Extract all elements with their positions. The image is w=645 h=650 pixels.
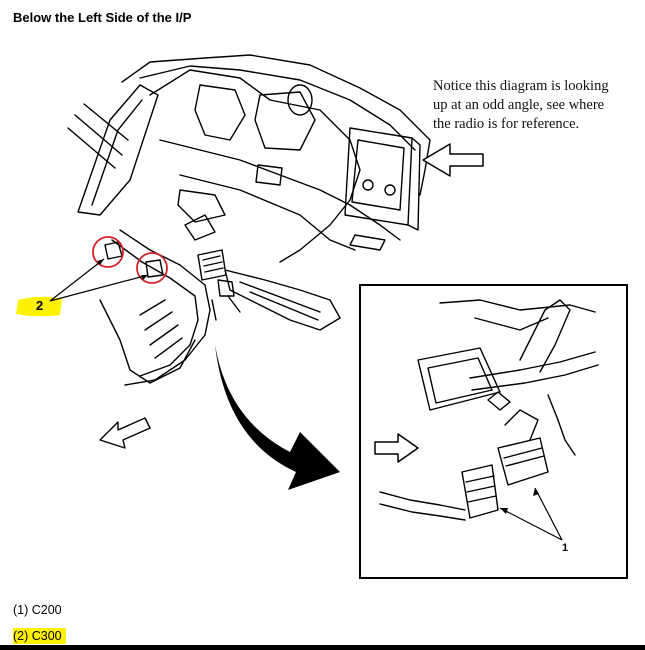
callout-2-highlight xyxy=(16,296,62,317)
callout-label-2: 2 xyxy=(36,298,44,313)
reference-note: Notice this diagram is looking up at an … xyxy=(433,77,633,134)
note-line-2: up at an odd angle, see where xyxy=(433,97,605,113)
bracket-detail xyxy=(184,214,216,241)
inset-connector-female xyxy=(497,437,549,486)
callout-2-leaders xyxy=(49,258,149,302)
radio-face xyxy=(351,139,405,211)
column-cover xyxy=(254,91,316,151)
inset-panel-box xyxy=(417,347,501,411)
lower-dash-trim xyxy=(224,269,341,331)
inset-connector-female-ribs xyxy=(503,447,545,467)
upper-bracket xyxy=(177,189,226,223)
connector-central-pins xyxy=(202,255,224,273)
callout-label-1: 1 xyxy=(562,542,569,554)
inset-pointer-arrow xyxy=(374,433,419,463)
radio-knob-left xyxy=(362,179,374,191)
callout-2-arrowheads xyxy=(97,259,148,280)
diagram-title: Below the Left Side of the I/P xyxy=(13,10,192,25)
forward-direction-arrow xyxy=(99,417,151,449)
dash-lower-edge xyxy=(179,174,356,251)
windshield-lines xyxy=(67,103,129,169)
legend-item-c200: (1) C200 xyxy=(13,603,62,617)
harness-lower-body xyxy=(99,299,196,384)
console-lower xyxy=(349,234,386,251)
note-line-3: the radio is for reference. xyxy=(433,116,580,132)
inset-harness-drop xyxy=(547,394,576,456)
lower-dash-ribs xyxy=(239,281,321,321)
left-kick-panel xyxy=(77,84,159,216)
column-round xyxy=(287,84,313,116)
inset-mount-bracket xyxy=(504,409,539,441)
inset-panel-inner xyxy=(427,357,493,404)
radio-pointer-arrow xyxy=(422,143,484,177)
radio-trim xyxy=(407,137,421,231)
mount-clip xyxy=(217,279,235,297)
inset-side-tab xyxy=(487,391,511,411)
connector-c300-lower xyxy=(145,259,164,278)
note-line-1: Notice this diagram is looking xyxy=(433,78,609,94)
bottom-border xyxy=(0,645,645,650)
dash-upper-inner xyxy=(139,65,416,151)
inset-bracket xyxy=(519,299,571,373)
detail-inset-frame xyxy=(359,284,628,579)
inset-connector-male xyxy=(461,464,499,519)
left-panel-inner xyxy=(91,99,143,206)
callout-1-leaders xyxy=(499,487,563,541)
callout-1-arrowheads xyxy=(500,488,539,514)
dash-vent-block xyxy=(255,164,283,186)
zoom-curved-arrow xyxy=(215,345,340,490)
inset-harness-upper xyxy=(469,351,599,391)
knee-bolster xyxy=(194,84,246,141)
inset-connector-male-ribs xyxy=(465,475,497,503)
c300-highlight-circle-1 xyxy=(92,236,124,268)
leader-stems xyxy=(211,295,241,321)
dash-upper-contour xyxy=(121,54,431,196)
dash-body-lower xyxy=(159,139,401,241)
connector-central xyxy=(197,249,227,281)
c300-highlight-circle-2 xyxy=(136,252,168,284)
inset-harness-lower xyxy=(379,491,466,521)
radio-knob-right xyxy=(384,184,396,196)
harness-wrap xyxy=(139,299,183,359)
legend-item-c300: (2) C300 xyxy=(13,628,66,644)
connector-c300-upper xyxy=(104,241,123,260)
